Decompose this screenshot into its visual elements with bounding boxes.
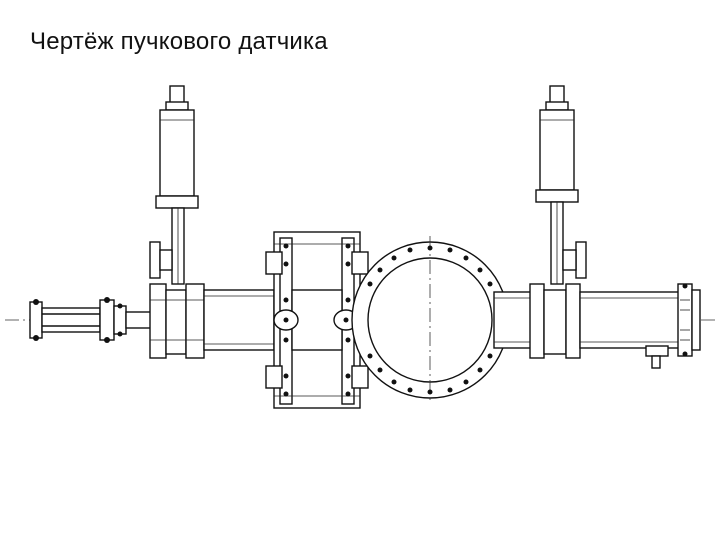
right-end-bellows [677,283,701,357]
right-vacuum-valve [535,85,587,285]
right-beam-pipe [579,291,681,349]
large-round-flange [351,236,509,404]
left-flange [149,283,205,359]
right-flange [529,283,581,359]
left-beam-pipe [203,289,275,351]
sensor-chamber [265,231,369,409]
middle-right-beam-pipe [493,291,533,349]
left-vacuum-valve [149,85,199,285]
slide-title: Чертёж пучкового датчика [30,28,328,55]
small-gauge-port [645,345,669,369]
left-linear-actuator [29,297,155,343]
